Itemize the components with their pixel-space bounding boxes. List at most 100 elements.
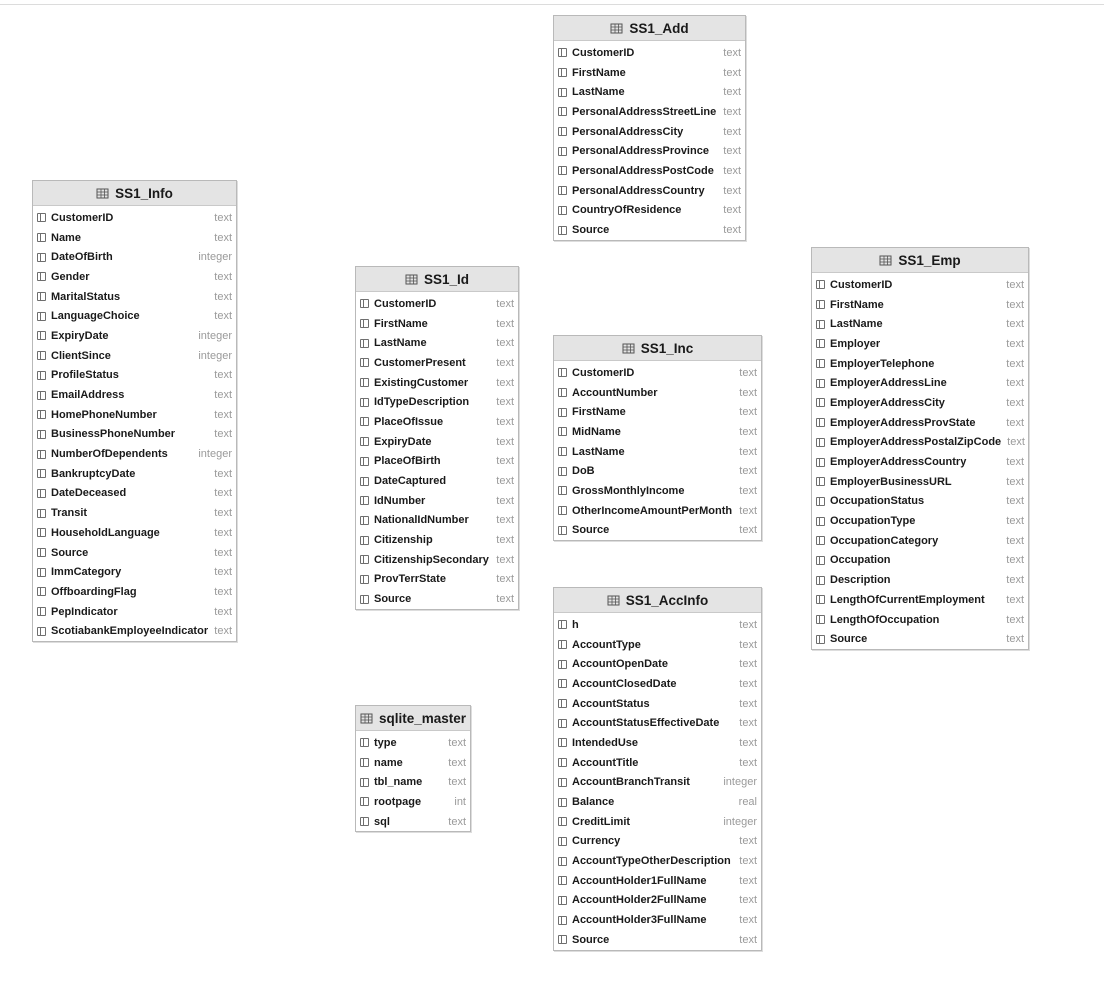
table-header[interactable]: sqlite_master (356, 706, 470, 731)
table-header[interactable]: SS1_Id (356, 267, 518, 292)
table-header[interactable]: SS1_Emp (812, 248, 1028, 273)
table-header[interactable]: SS1_AccInfo (554, 588, 761, 613)
table-header[interactable]: SS1_Inc (554, 336, 761, 361)
table-header[interactable]: SS1_Add (554, 16, 745, 41)
